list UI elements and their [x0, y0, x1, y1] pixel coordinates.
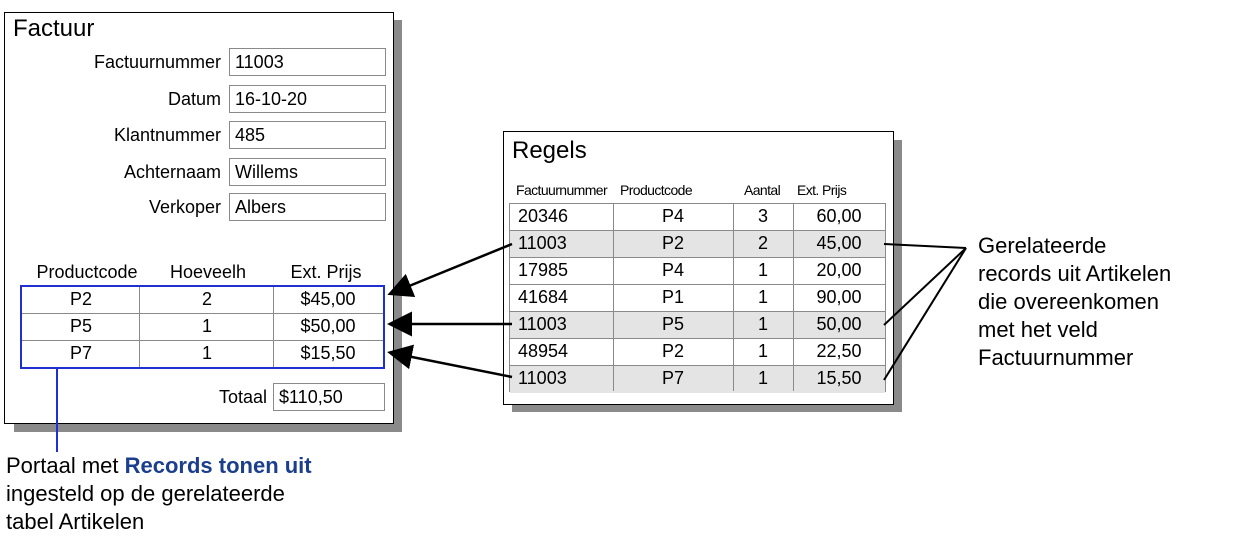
regels-cell-factuurnummer: 20346	[518, 206, 569, 226]
regels-cell-productcode: P7	[661, 368, 685, 388]
portal[interactable]: P2 2 $45,00 P5 1 $50,00 P7 1 $15,50	[20, 285, 385, 369]
regels-cell-factuurnummer: 41684	[518, 287, 569, 307]
regels-cell-aantal: 3	[757, 206, 768, 226]
regels-cell-ext-prijs: 20,00	[816, 260, 862, 280]
portal-header-ext-prijs: Ext. Prijs	[290, 262, 362, 282]
regels-cell-productcode: P4	[661, 260, 685, 280]
label-totaal: Totaal	[218, 387, 267, 407]
regels-cell-productcode: P2	[661, 341, 685, 361]
annotation-line-1	[883, 243, 967, 249]
regels-col-divider	[613, 204, 614, 391]
regels-cell-ext-prijs: 50,00	[816, 314, 862, 334]
regels-cell-factuurnummer: 48954	[518, 341, 569, 361]
portal-row[interactable]: P7 1 $15,50	[22, 341, 383, 367]
regels-row[interactable]: 17985 P4 1 20,00	[510, 258, 885, 285]
regels-cell-factuurnummer: 11003	[518, 368, 567, 388]
regels-cell-productcode: P5	[661, 314, 685, 334]
field-klantnummer[interactable]: 485	[229, 121, 386, 149]
annotation-line-text: met het veld	[978, 317, 1098, 342]
regels-cell-aantal: 1	[757, 260, 768, 280]
connector-arrow-row1	[387, 242, 513, 298]
annotation-line-text: die overeenkomen	[978, 289, 1160, 314]
regels-row[interactable]: 11003 P2 2 45,00	[510, 231, 885, 258]
label-achternaam: Achternaam	[123, 162, 221, 182]
regels-row[interactable]: 20346 P4 3 60,00	[510, 204, 885, 231]
field-verkoper[interactable]: Albers	[229, 193, 386, 221]
regels-cell-ext-prijs: 90,00	[816, 287, 862, 307]
label-klantnummer: Klantnummer	[113, 125, 221, 145]
field-achternaam[interactable]: Willems	[229, 158, 386, 186]
annotation-line-text: Gerelateerde	[978, 233, 1107, 258]
portal-cell-productcode: P2	[69, 289, 93, 309]
portal-header-productcode: Productcode	[36, 262, 138, 282]
regels-title: Regels	[512, 137, 587, 164]
portal-col-divider	[139, 287, 140, 367]
regels-header-ext-prijs: Ext. Prijs	[797, 182, 847, 198]
regels-cell-factuurnummer: 11003	[518, 314, 567, 334]
regels-header-productcode: Productcode	[620, 182, 693, 198]
regels-cell-productcode: P4	[661, 206, 685, 226]
annotation-related-records: Gerelateerde records uit Artikelen die o…	[978, 232, 1171, 372]
portal-cell-ext-prijs: $45,00	[300, 289, 356, 309]
portal-row[interactable]: P5 1 $50,00	[22, 314, 383, 341]
regels-cell-ext-prijs: 15,50	[816, 368, 862, 388]
portal-cell-hoeveelh: 1	[201, 343, 212, 363]
label-factuurnummer: Factuurnummer	[93, 52, 221, 72]
regels-row[interactable]: 48954 P2 1 22,50	[510, 339, 885, 366]
regels-cell-aantal: 1	[757, 287, 768, 307]
annotation-line-2	[883, 247, 967, 326]
portal-row[interactable]: P2 2 $45,00	[22, 287, 383, 314]
regels-col-divider	[793, 204, 794, 391]
regels-cell-aantal: 1	[757, 368, 768, 388]
field-datum[interactable]: 16-10-20	[229, 85, 386, 113]
regels-col-divider	[733, 204, 734, 391]
field-factuurnummer[interactable]: 11003	[229, 48, 386, 76]
portal-cell-productcode: P7	[69, 343, 93, 363]
portal-cell-productcode: P5	[69, 316, 93, 336]
caption-line2: ingesteld op de gerelateerde	[6, 481, 285, 506]
regels-cell-productcode: P2	[661, 233, 685, 253]
annotation-line-text: Factuurnummer	[978, 345, 1134, 370]
regels-cell-aantal: 1	[757, 341, 768, 361]
regels-cell-factuurnummer: 17985	[518, 260, 569, 280]
field-totaal[interactable]: $110,50	[273, 383, 385, 411]
regels-cell-ext-prijs: 45,00	[816, 233, 862, 253]
regels-cell-ext-prijs: 60,00	[816, 206, 862, 226]
label-verkoper: Verkoper	[148, 197, 221, 217]
portal-header-hoeveelh: Hoeveelh	[169, 262, 247, 282]
factuur-title: Factuur	[13, 15, 95, 42]
portal-caption: Portaal met Records tonen uit ingesteld …	[6, 452, 312, 536]
regels-cell-aantal: 2	[757, 233, 768, 253]
portal-cell-hoeveelh: 1	[201, 316, 212, 336]
caption-line3: tabel Artikelen	[6, 509, 145, 534]
factuur-panel: Factuur Factuurnummer 11003 Datum 16-10-…	[4, 12, 394, 424]
regels-header-aantal: Aantal	[744, 182, 781, 198]
regels-row[interactable]: 11003 P7 1 15,50	[510, 366, 885, 393]
regels-cell-productcode: P1	[661, 287, 685, 307]
regels-row[interactable]: 41684 P1 1 90,00	[510, 285, 885, 312]
regels-header-factuurnummer: Factuurnummer	[516, 182, 608, 198]
portal-cell-ext-prijs: $50,00	[300, 316, 356, 336]
portal-cell-hoeveelh: 2	[201, 289, 212, 309]
regels-row[interactable]: 11003 P5 1 50,00	[510, 312, 885, 339]
caption-prefix: Portaal met	[6, 453, 125, 478]
regels-panel: Regels Factuurnummer Productcode Aantal …	[503, 131, 894, 405]
caption-highlight: Records tonen uit	[124, 453, 312, 478]
connector-arrow-row3	[387, 344, 513, 379]
annotation-line-text: records uit Artikelen	[978, 261, 1172, 286]
portal-cell-ext-prijs: $15,50	[300, 343, 356, 363]
regels-cell-factuurnummer: 11003	[518, 233, 567, 253]
annotation-line-3	[883, 247, 967, 381]
regels-cell-ext-prijs: 22,50	[816, 341, 862, 361]
portal-col-divider	[273, 287, 274, 367]
label-datum: Datum	[167, 89, 221, 109]
regels-cell-aantal: 1	[757, 314, 768, 334]
